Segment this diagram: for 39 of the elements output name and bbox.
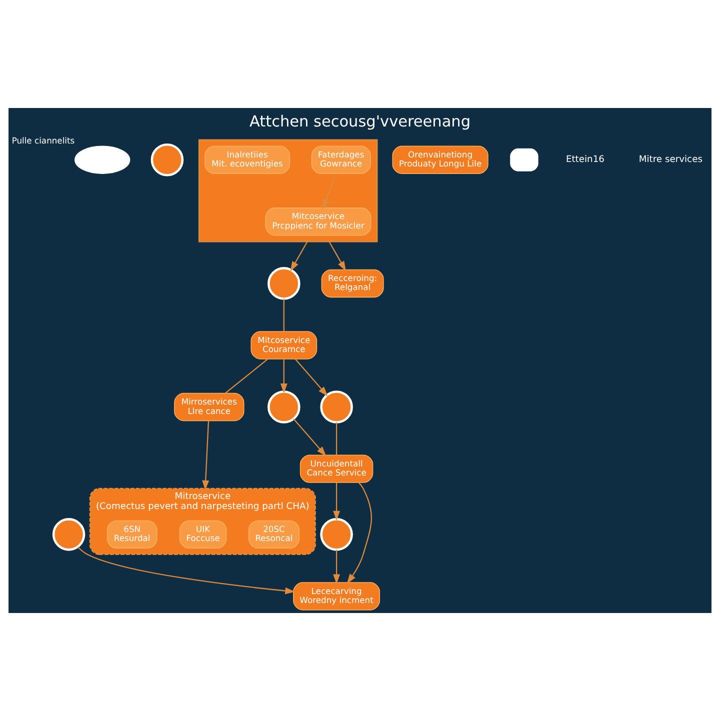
- arrow: [293, 418, 326, 456]
- cluster: [198, 138, 378, 242]
- arrow: [333, 549, 340, 584]
- node-box: Orenvainetiong Produaty Longu Lile: [392, 145, 488, 174]
- node-box: 6SN Resurdal: [106, 520, 158, 548]
- connector: [283, 298, 284, 331]
- node-label: Pulle ciannelits: [12, 135, 75, 146]
- node-box: UIK Foccuse: [179, 520, 227, 548]
- diagram-title: Attchen secousg'vvereenang: [249, 112, 471, 130]
- label: Mitre services: [638, 154, 702, 165]
- node-circle: [268, 266, 300, 300]
- arrow: [346, 482, 372, 584]
- node-box: Mirroservices Llre cance: [174, 392, 244, 421]
- node-box: Mitcoservice Prcppienc for Mosicler: [265, 207, 372, 236]
- node-box: Recceroing: Relganal: [321, 268, 384, 298]
- arrow: [77, 546, 296, 594]
- arrow: [294, 358, 328, 396]
- node-box: Faterdages Gowrance: [311, 145, 371, 174]
- arrow: [333, 482, 340, 520]
- node-circle: [320, 518, 353, 550]
- node-circle: [268, 390, 300, 423]
- node-circle: [320, 390, 353, 423]
- node-circle: [150, 142, 184, 176]
- arrow: [290, 240, 308, 271]
- node-box: Mitcoservice Couramce: [250, 330, 318, 359]
- node-box: Lececarving Woredny incment: [293, 582, 380, 610]
- node-box: [510, 148, 538, 171]
- label: Ettein16: [566, 154, 604, 165]
- arrow: [328, 240, 346, 271]
- arrow: [202, 420, 210, 490]
- node-box: Inalretiies Mit. ecoventigies: [204, 145, 290, 174]
- arrow: [280, 358, 288, 393]
- node-box: Uncuidentall Cance Service: [300, 454, 374, 482]
- node-circle: [52, 518, 86, 550]
- connector: [224, 358, 268, 394]
- node-box: 20SC Resoncal: [248, 520, 300, 548]
- node-cloud: [74, 145, 130, 174]
- arrow: [322, 173, 337, 209]
- connector: [336, 422, 338, 455]
